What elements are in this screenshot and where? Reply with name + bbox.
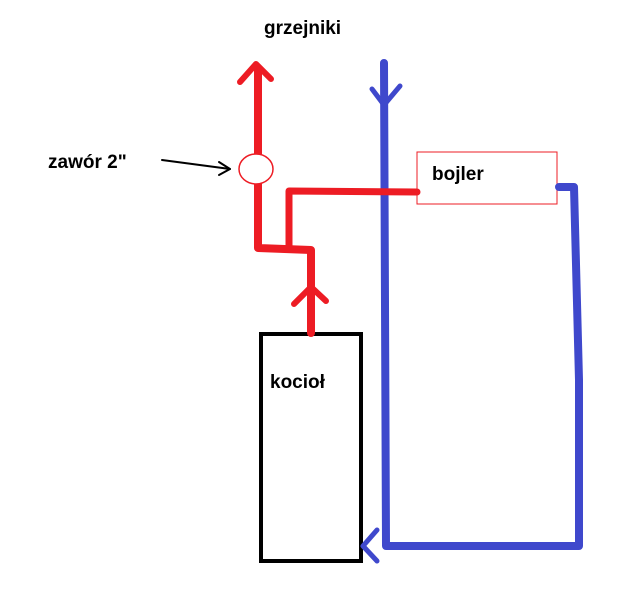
supply-arrow-up-icon [237,61,274,85]
boiler-tank-box [416,151,558,205]
boiler-tank-label: bojler [432,164,484,185]
return-pipe [380,59,583,550]
boiler-box [259,332,363,563]
valve-icon [238,153,274,185]
valve-label: zawór 2" [48,152,127,173]
boiler-label: kocioł [270,372,326,393]
supply-branch-to-bojler [285,187,421,252]
radiators-label: grzejniki [264,18,341,39]
valve-pointer-line [161,159,231,170]
boiler-outlet-arrow-up-icon [291,284,329,307]
return-arrow-down-icon [369,83,403,108]
return-arrow-left-icon [360,527,380,564]
valve-pointer-arrowhead-icon [218,161,231,176]
